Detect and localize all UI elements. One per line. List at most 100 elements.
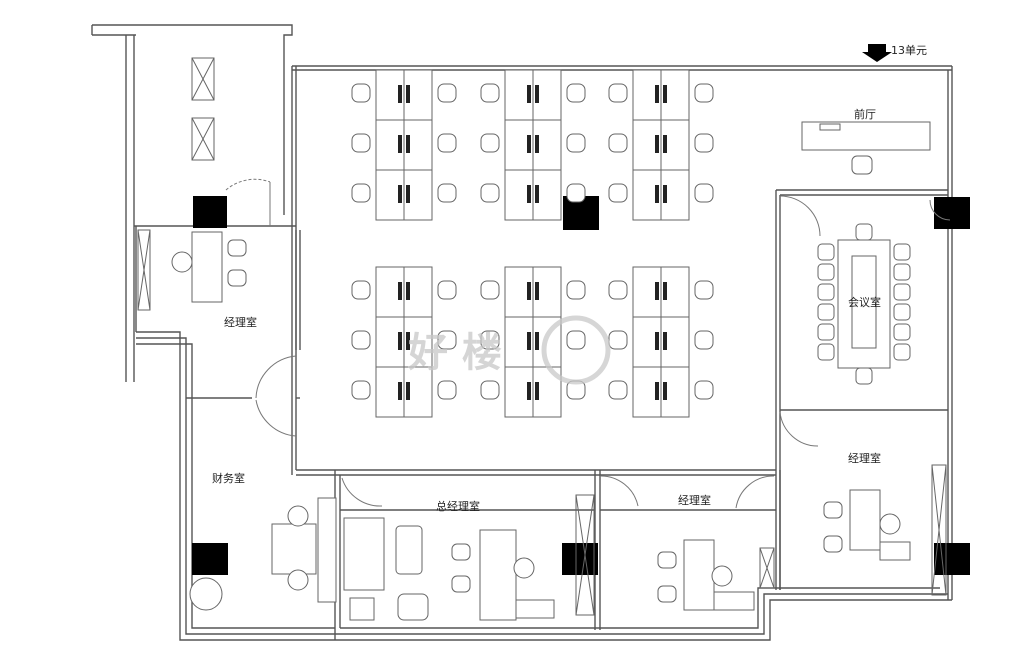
arrow-down-icon [862,44,892,62]
plant [189,577,223,611]
stair-cross-box [191,117,215,161]
reception-chair [851,155,873,175]
columns [192,196,970,575]
manager-room-right-label: 经理室 [848,451,881,465]
monitor [398,185,402,203]
office-chair [879,513,901,535]
unit-label: 13单元 [891,44,927,57]
chair [480,133,500,153]
monitor [398,85,402,103]
chair [694,133,714,153]
column [192,543,228,575]
office-chair [513,557,535,579]
monitor [406,332,410,350]
meeting-chair [817,303,835,321]
chair [608,280,628,300]
chair [227,269,247,287]
chair [437,183,457,203]
chair [480,183,500,203]
workstation-clusters [351,69,714,418]
chair [451,575,471,593]
monitor [406,282,410,300]
manager-room-bottom-label: 经理室 [678,493,711,507]
door-arc [779,195,821,237]
monitor [663,382,667,400]
office-chair [711,565,733,587]
chair [608,133,628,153]
watermark-text: 好 楼 [407,330,502,376]
monitor [406,382,410,400]
monitor [663,85,667,103]
monitor [398,382,402,400]
monitor [663,332,667,350]
meeting-table [837,239,891,369]
meeting-chair [817,263,835,281]
cabinet [879,541,911,561]
meeting-chair [855,367,873,385]
meeting-chair [817,343,835,361]
cabinet [713,591,755,611]
monitor [398,332,402,350]
column [193,196,227,228]
meeting-chair [817,243,835,261]
chair [351,280,371,300]
door-arc [599,475,639,507]
meeting-chair [893,283,911,301]
office-chair [287,569,309,591]
chair [480,83,500,103]
meeting-chair [893,323,911,341]
monitor [406,85,410,103]
chair [437,380,457,400]
wall-left-mgr-bottom2 [136,337,335,635]
wall-stair-block [92,24,293,215]
meeting-table-inset [851,255,877,349]
monitor [527,382,531,400]
chair [566,183,586,203]
chair [351,83,371,103]
chair [694,330,714,350]
chair [566,83,586,103]
watermark-ring [541,315,611,385]
sofa [343,517,385,591]
monitor [406,185,410,203]
wall-bottom-outer2 [335,593,948,635]
lobby-label: 前厅 [854,107,876,121]
office-chair [287,505,309,527]
chair [351,330,371,350]
chair [566,330,586,350]
door-arc [225,178,271,191]
door-arc [929,199,951,221]
chair [608,330,628,350]
meeting-chair [893,303,911,321]
column [934,197,970,229]
reception-desk-inner [819,123,841,131]
monitor [655,85,659,103]
chair [351,380,371,400]
chair [437,133,457,153]
stairs [137,57,947,616]
door-arc [779,411,819,447]
wall-bottom-outer [335,599,952,641]
meeting-chair [817,323,835,341]
toilet [397,593,429,621]
chair [437,280,457,300]
chair [608,380,628,400]
partition-cross-box [575,494,595,616]
meeting-room-label: 会议室 [848,295,881,309]
monitor [535,332,539,350]
desk [317,497,337,603]
monitor [406,135,410,153]
meeting-chair [893,243,911,261]
chair [694,183,714,203]
coffee-table [395,525,423,575]
monitor [655,382,659,400]
manager-room-left-label: 经理室 [224,315,257,329]
door-arc [255,355,297,399]
monitor [398,135,402,153]
finance-room-label: 财务室 [212,471,245,485]
wall-bottom-outer3 [340,587,940,629]
chair [351,133,371,153]
chair [351,183,371,203]
monitor [527,135,531,153]
partition-cross-box [137,229,151,311]
